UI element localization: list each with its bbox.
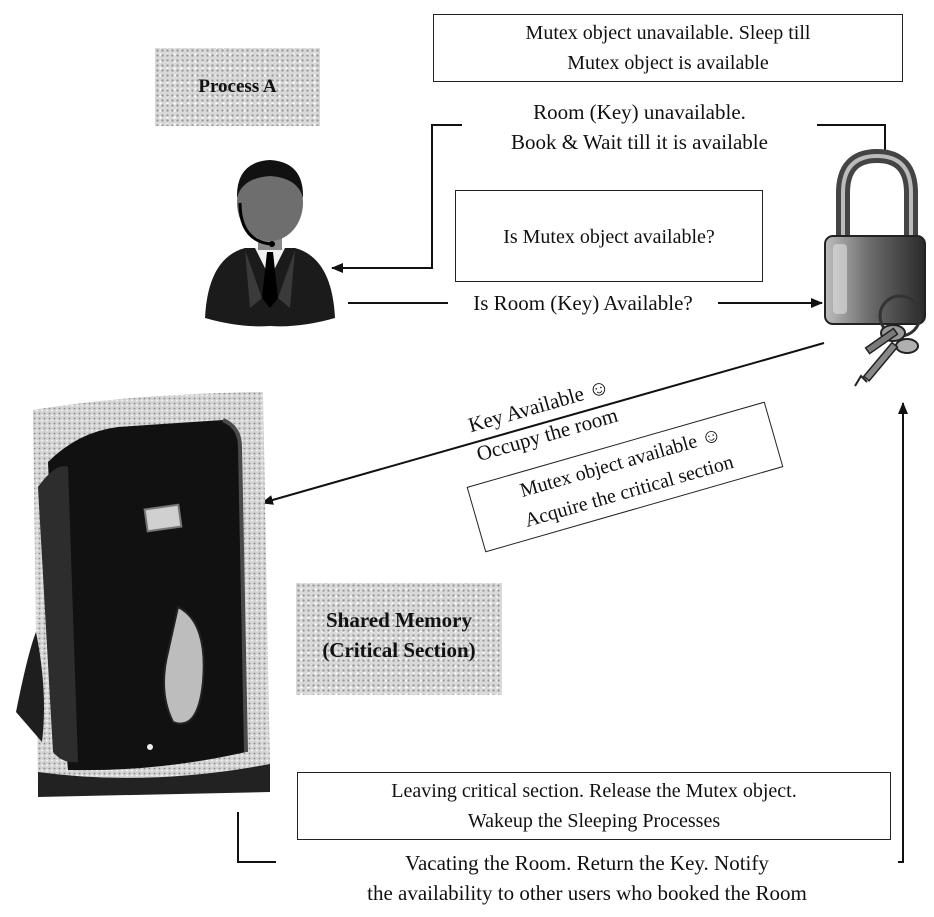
process-a-label: Process A (155, 48, 320, 126)
leaving-critical-box: Leaving critical section. Release the Mu… (297, 772, 891, 840)
leaving-critical-line2: Wakeup the Sleeping Processes (467, 810, 721, 832)
mutex-unavailable-box: Mutex object unavailable. Sleep till Mut… (433, 14, 903, 82)
process-a-text: Process A (198, 76, 277, 97)
person-icon (205, 160, 335, 327)
arrow-key-available (261, 342, 825, 505)
is-mutex-available-text: Is Mutex object available? (503, 226, 715, 248)
keys-icon (854, 294, 922, 387)
door-icon (16, 392, 270, 797)
shared-memory-label: Shared Memory (Critical Section) (296, 583, 502, 695)
shared-memory-line2: (Critical Section) (322, 638, 476, 662)
room-unavailable-line1: Room (Key) unavailable. (533, 100, 746, 124)
arrow-room-unavailable (331, 124, 886, 273)
is-mutex-available-box: Is Mutex object available? (455, 190, 763, 282)
vacating-room-label: Vacating the Room. Return the Key. Notif… (276, 848, 898, 908)
is-room-available-label: Is Room (Key) Available? (448, 288, 718, 318)
room-unavailable-label: Room (Key) unavailable. Book & Wait till… (462, 97, 817, 157)
is-room-available-text: Is Room (Key) Available? (473, 291, 693, 315)
leaving-critical-line1: Leaving critical section. Release the Mu… (391, 780, 797, 802)
room-unavailable-line2: Book & Wait till it is available (511, 130, 768, 154)
vacating-room-line1: Vacating the Room. Return the Key. Notif… (405, 851, 769, 875)
mutex-unavailable-line1: Mutex object unavailable. Sleep till (525, 22, 811, 44)
vacating-room-line2: the availability to other users who book… (367, 881, 807, 905)
mutex-unavailable-line2: Mutex object is available (567, 52, 769, 74)
padlock-icon (824, 148, 926, 325)
shared-memory-line1: Shared Memory (325, 608, 472, 632)
